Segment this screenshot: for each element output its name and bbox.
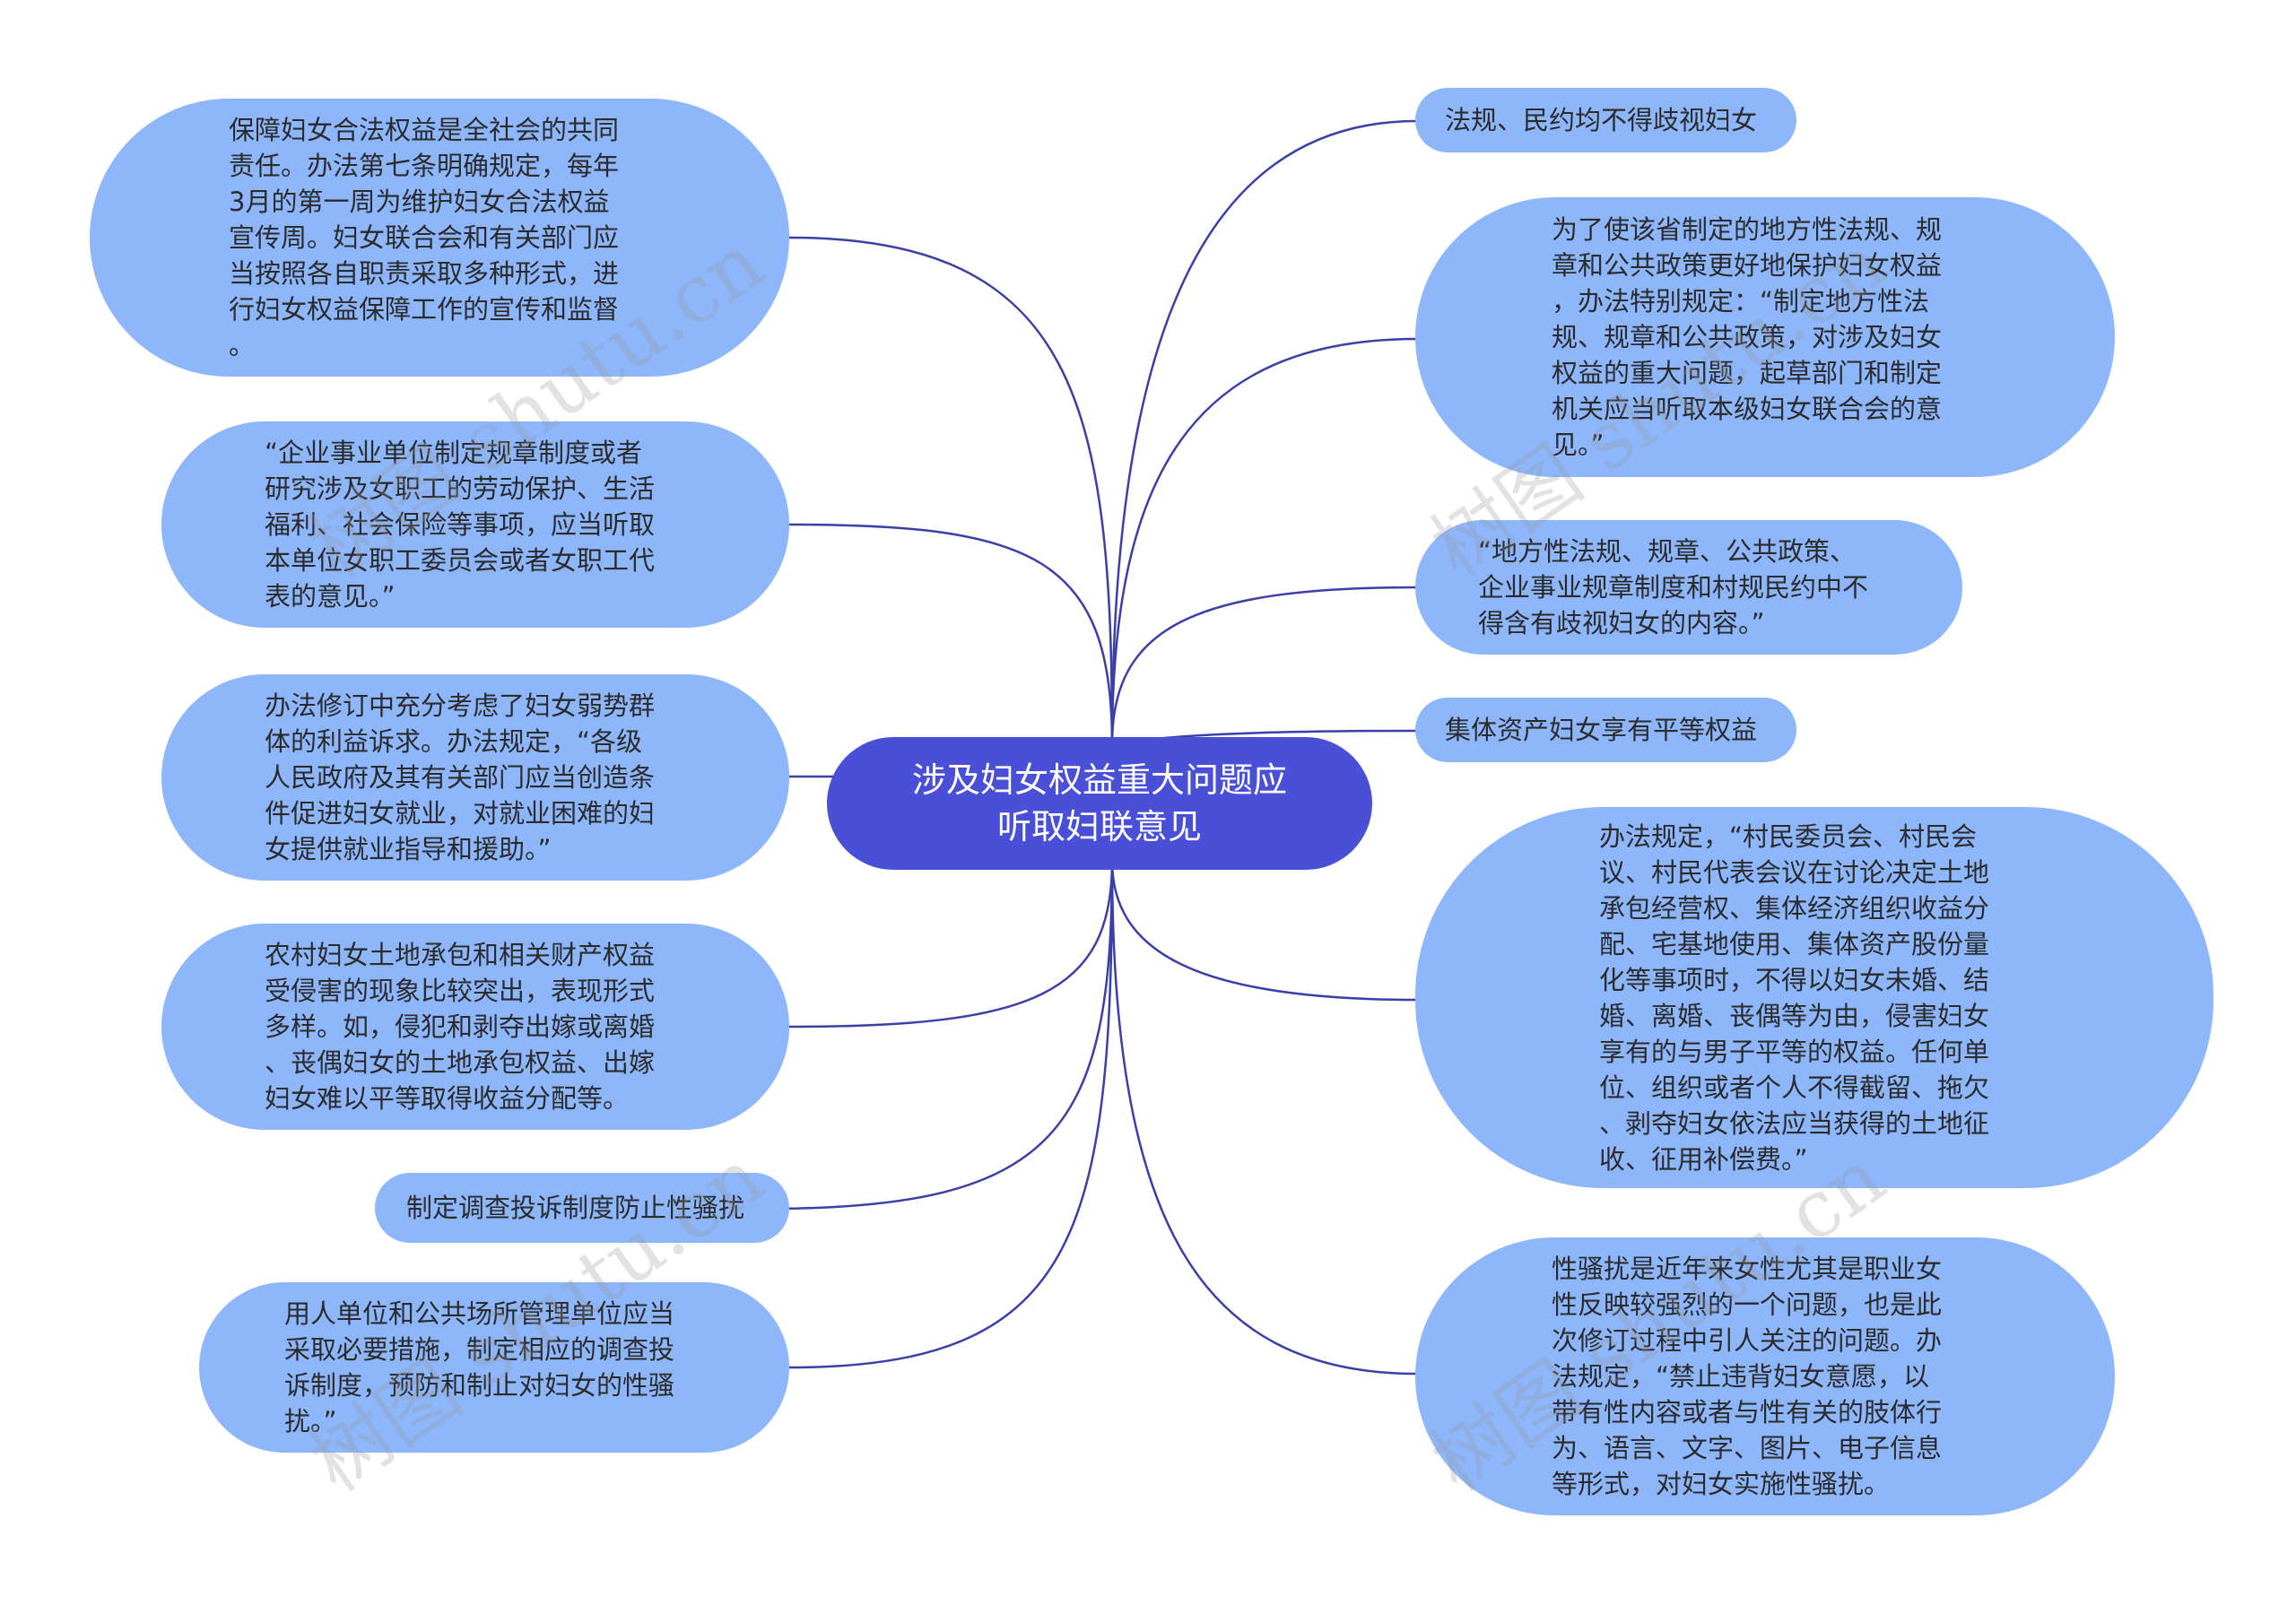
left-node-4[interactable]: 农村妇女土地承包和相关财产权益 受侵害的现象比较突出，表现形式 多样。如，侵犯和…: [161, 924, 789, 1130]
right-node-4[interactable]: 集体资产妇女享有平等权益: [1415, 698, 1796, 762]
right-node-4-text: 集体资产妇女享有平等权益: [1445, 715, 1758, 745]
left-node-1-text: 保障妇女合法权益是全社会的共同 责任。办法第七条明确规定，每年 3月的第一周为维…: [229, 115, 620, 360]
left-node-5-text: 制定调查投诉制度防止性骚扰: [406, 1193, 745, 1223]
link-right-1: [1110, 119, 1418, 745]
left-node-2[interactable]: “企业事业单位制定规章制度或者 研究涉及女职工的劳动保护、生活 福利、社会保险等…: [161, 421, 789, 628]
central-topic[interactable]: 涉及妇女权益重大问题应 听取妇联意见: [827, 737, 1372, 870]
right-node-2[interactable]: 为了使该省制定的地方性法规、规 章和公共政策更好地保护妇女权益 ，办法特别规定：…: [1415, 197, 2115, 477]
right-node-3[interactable]: “地方性法规、规章、公共政策、 企业事业规章制度和村规民约中不 得含有歧视妇女的…: [1415, 520, 1962, 655]
link-right-2: [1110, 337, 1418, 745]
link-left-4: [788, 860, 1114, 1029]
link-left-2: [788, 523, 1114, 745]
right-node-5[interactable]: 办法规定，“村民委员会、村民会 议、村民代表会议在讨论决定土地 承包经营权、集体…: [1415, 807, 2213, 1188]
left-node-2-text: “企业事业单位制定规章制度或者 研究涉及女职工的劳动保护、生活 福利、社会保险等…: [265, 438, 656, 612]
left-node-3-text: 办法修订中充分考虑了妇女弱势群 体的利益诉求。办法规定，“各级 人民政府及其有关…: [265, 690, 656, 864]
left-node-4-text: 农村妇女土地承包和相关财产权益 受侵害的现象比较突出，表现形式 多样。如，侵犯和…: [265, 940, 656, 1114]
left-node-1[interactable]: 保障妇女合法权益是全社会的共同 责任。办法第七条明确规定，每年 3月的第一周为维…: [90, 99, 789, 377]
right-node-3-text: “地方性法规、规章、公共政策、 企业事业规章制度和村规民约中不 得含有歧视妇女的…: [1478, 536, 1869, 638]
link-left-6: [788, 860, 1114, 1369]
left-node-6-text: 用人单位和公共场所管理单位应当 采取必要措施，制定相应的调查投 诉制度，预防和制…: [284, 1298, 675, 1436]
link-right-6: [1110, 860, 1418, 1376]
right-node-2-text: 为了使该省制定的地方性法规、规 章和公共政策更好地保护妇女权益 ，办法特别规定：…: [1552, 214, 1943, 460]
left-node-5[interactable]: 制定调查投诉制度防止性骚扰: [375, 1173, 789, 1243]
link-right-5: [1110, 860, 1418, 1002]
right-node-5-text: 办法规定，“村民委员会、村民会 议、村民代表会议在讨论决定土地 承包经营权、集体…: [1599, 820, 1990, 1175]
right-node-6-text: 性骚扰是近年来女性尤其是职业女 性反映较强烈的一个问题，也是此 次修订过程中引人…: [1552, 1254, 1943, 1499]
left-node-3[interactable]: 办法修订中充分考虑了妇女弱势群 体的利益诉求。办法规定，“各级 人民政府及其有关…: [161, 674, 789, 881]
link-left-1: [788, 236, 1114, 745]
right-node-1-text: 法规、民约均不得歧视妇女: [1445, 105, 1758, 135]
link-left-5: [766, 860, 1114, 1211]
link-right-3: [1110, 586, 1418, 745]
right-node-1[interactable]: 法规、民约均不得歧视妇女: [1415, 88, 1796, 152]
right-node-6[interactable]: 性骚扰是近年来女性尤其是职业女 性反映较强烈的一个问题，也是此 次修订过程中引人…: [1415, 1237, 2115, 1515]
left-node-6[interactable]: 用人单位和公共场所管理单位应当 采取必要措施，制定相应的调查投 诉制度，预防和制…: [199, 1282, 789, 1453]
central-topic-label: 涉及妇女权益重大问题应 听取妇联意见: [911, 760, 1287, 846]
